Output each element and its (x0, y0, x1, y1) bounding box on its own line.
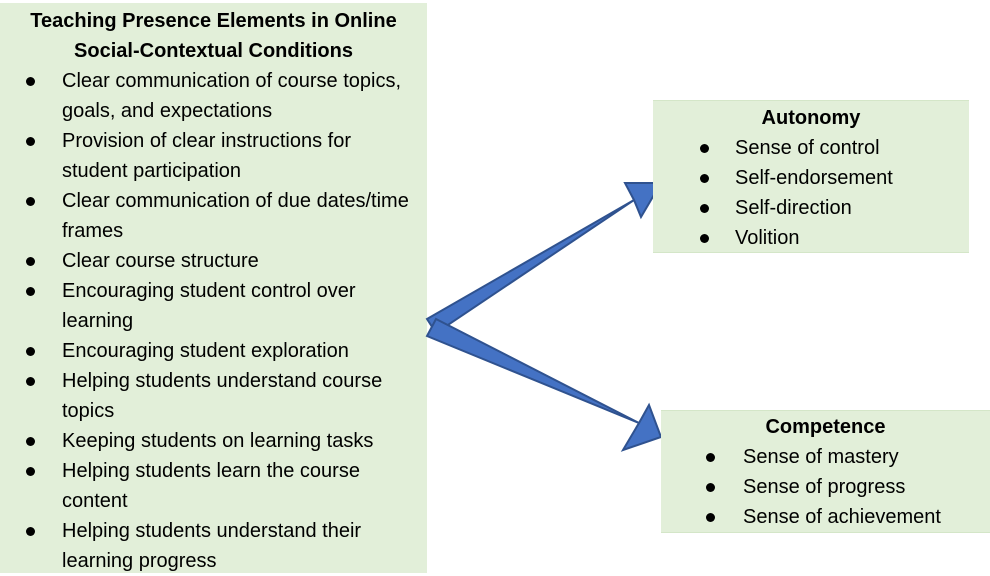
teaching-presence-box: Teaching Presence Elements in Online Soc… (0, 3, 427, 573)
list-item-text: Self-direction (735, 197, 852, 219)
bullet-icon (26, 467, 35, 476)
list-item: Sense of mastery (661, 442, 990, 472)
list-item-text: Keeping students on learning tasks (62, 430, 374, 452)
bullet-icon (26, 77, 35, 86)
list-item-text: Encouraging student exploration (62, 340, 349, 362)
arrow-to-competence-icon (425, 317, 663, 452)
list-item-text: Clear course structure (62, 250, 259, 272)
list-item: Keeping students on learning tasks (0, 426, 427, 456)
list-item: Sense of progress (661, 472, 990, 502)
list-item: Self-endorsement (653, 163, 969, 193)
list-item: Volition (653, 223, 969, 253)
teaching-presence-title-line1: Teaching Presence Elements in Online (30, 10, 397, 32)
competence-box: Competence Sense of mastery Sense of pro… (661, 410, 990, 533)
list-item: Helping students understand their learni… (0, 516, 427, 576)
list-item-text: Sense of progress (743, 476, 906, 498)
list-item: Helping students learn the course conten… (0, 456, 427, 516)
list-item-text: Helping students understand course topic… (62, 370, 383, 422)
list-item-text: Self-endorsement (735, 167, 893, 189)
bullet-icon (26, 377, 35, 386)
bullet-icon (26, 437, 35, 446)
teaching-presence-title-line2: Social-Contextual Conditions (74, 40, 353, 62)
list-item: Provision of clear instructions for stud… (0, 126, 427, 186)
list-item: Self-direction (653, 193, 969, 223)
bullet-icon (706, 513, 715, 522)
list-item-text: Sense of control (735, 137, 880, 159)
teaching-presence-title: Teaching Presence Elements in Online Soc… (0, 3, 427, 66)
bullet-icon (26, 287, 35, 296)
list-item-text: Sense of mastery (743, 446, 899, 468)
autonomy-list: Sense of control Self-endorsement Self-d… (653, 133, 969, 253)
teaching-presence-list: Clear communication of course topics, go… (0, 66, 427, 576)
list-item-text: Helping students understand their learni… (62, 520, 362, 572)
bullet-icon (26, 257, 35, 266)
bullet-icon (700, 174, 709, 183)
bullet-icon (706, 453, 715, 462)
bullet-icon (26, 197, 35, 206)
autonomy-box: Autonomy Sense of control Self-endorseme… (653, 100, 969, 253)
list-item: Clear communication of course topics, go… (0, 66, 427, 126)
autonomy-title: Autonomy (761, 107, 861, 129)
list-item: Clear course structure (0, 246, 427, 276)
bullet-icon (26, 347, 35, 356)
bullet-icon (700, 144, 709, 153)
list-item: Encouraging student exploration (0, 336, 427, 366)
list-item: Clear communication of due dates/time fr… (0, 186, 427, 246)
list-item-text: Clear communication of course topics, go… (62, 70, 402, 122)
arrow-to-autonomy-icon (425, 182, 663, 335)
list-item-text: Helping students learn the course conten… (62, 460, 360, 512)
bullet-icon (26, 527, 35, 536)
bullet-icon (706, 483, 715, 492)
list-item: Encouraging student control over learnin… (0, 276, 427, 336)
list-item: Helping students understand course topic… (0, 366, 427, 426)
list-item: Sense of control (653, 133, 969, 163)
list-item-text: Encouraging student control over learnin… (62, 280, 356, 332)
bullet-icon (700, 234, 709, 243)
list-item-text: Provision of clear instructions for stud… (62, 130, 352, 182)
list-item-text: Sense of achievement (743, 506, 941, 528)
competence-list: Sense of mastery Sense of progress Sense… (661, 442, 990, 532)
competence-title: Competence (765, 416, 886, 438)
bullet-icon (700, 204, 709, 213)
list-item: Sense of achievement (661, 502, 990, 532)
list-item-text: Clear communication of due dates/time fr… (62, 190, 409, 242)
list-item-text: Volition (735, 227, 800, 249)
bullet-icon (26, 137, 35, 146)
